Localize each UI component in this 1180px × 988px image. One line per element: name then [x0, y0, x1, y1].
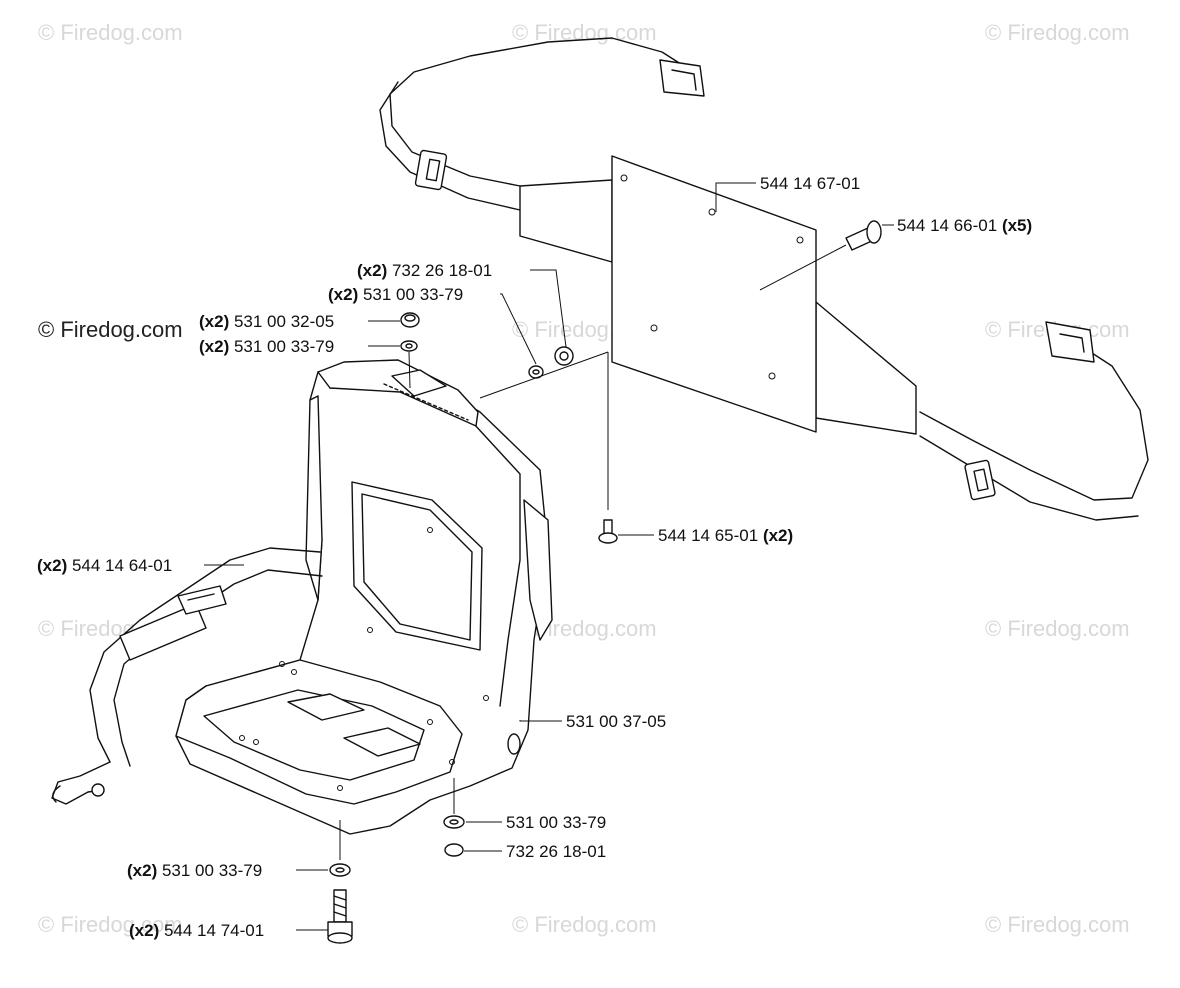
part-label: 544 14 66-01 (x5): [897, 216, 1032, 235]
waist-belt-drawing: [379, 37, 1149, 521]
leader-lines: [204, 182, 894, 931]
shoulder-harness-drawing: [51, 547, 323, 805]
part-label: (x2) 531 00 33-79: [199, 337, 334, 356]
part-label: (x2) 531 00 32-05: [199, 312, 334, 331]
watermark-text: © Firedog.com: [512, 912, 657, 937]
watermarks: © Firedog.com © Firedog.com © Firedog.co…: [38, 20, 1130, 937]
part-label: (x2) 544 14 64-01: [37, 556, 172, 575]
part-label: 531 00 33-79: [506, 813, 606, 832]
watermark-text: © Firedog.com: [985, 616, 1130, 641]
part-label: 531 00 37-05: [566, 712, 666, 731]
backpack-frame-drawing: [175, 312, 618, 944]
part-label: (x2) 531 00 33-79: [127, 861, 262, 880]
watermark-text: © Firedog.com: [985, 20, 1130, 45]
part-label: (x2) 531 00 33-79: [328, 285, 463, 304]
part-labels: 544 14 67-01 544 14 66-01 (x5) (x2) 732 …: [37, 174, 1032, 940]
watermark-text: © Firedog.com: [38, 317, 183, 342]
part-label: 544 14 67-01: [760, 174, 860, 193]
part-label: 544 14 65-01 (x2): [658, 526, 793, 545]
part-label: (x2) 544 14 74-01: [129, 921, 264, 940]
watermark-text: © Firedog.com: [512, 20, 657, 45]
watermark-text: © Firedog.com: [38, 20, 183, 45]
part-label: 732 26 18-01: [506, 842, 606, 861]
part-label: (x2) 732 26 18-01: [357, 261, 492, 280]
watermark-text: © Firedog.com: [985, 912, 1130, 937]
watermark-text: © Firedog.com: [38, 912, 183, 937]
